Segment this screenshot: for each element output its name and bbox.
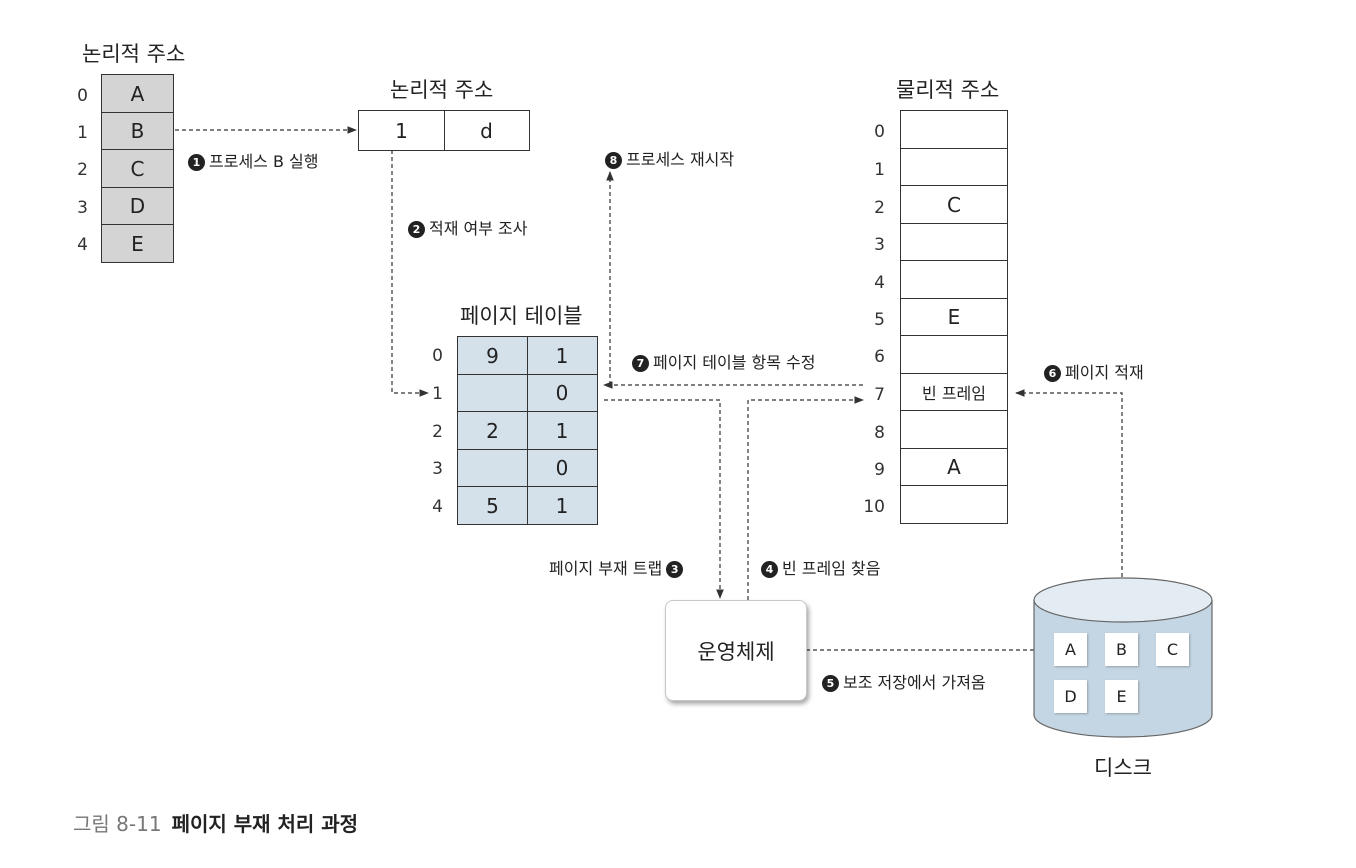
physical-memory-index: 8 <box>874 423 885 443</box>
disk-page: C <box>1156 633 1189 666</box>
step-7-badge: 7 <box>632 355 649 372</box>
step-3-badge: 3 <box>666 561 684 578</box>
page-table-valid-bit: 1 <box>526 336 598 375</box>
physical-memory-index: 9 <box>874 460 885 480</box>
page-table-frame: 9 <box>457 336 528 375</box>
physical-memory-index: 3 <box>874 235 885 255</box>
step-4-badge: 4 <box>761 561 778 578</box>
page-table-frame: 2 <box>457 411 528 450</box>
physical-memory-index: 0 <box>874 122 885 142</box>
step-2-badge: 2 <box>408 221 425 238</box>
page-table-title: 페이지 테이블 <box>460 304 583 328</box>
logical-memory-index: 0 <box>77 86 88 106</box>
logical-address-title: 논리적 주소 <box>390 78 494 102</box>
logical-address-page: 1 <box>358 110 445 151</box>
page-table-frame <box>457 448 528 488</box>
physical-frame: A <box>900 447 1008 487</box>
figure-number: 그림 8-11 <box>73 812 162 836</box>
logical-memory-index: 4 <box>77 235 88 255</box>
physical-memory-index: 6 <box>874 347 885 367</box>
logical-memory-title: 논리적 주소 <box>82 42 186 66</box>
operating-system-label: 운영체제 <box>697 639 775 664</box>
physical-frame <box>900 485 1008 524</box>
physical-frame: E <box>900 297 1008 337</box>
logical-memory-cell: D <box>101 186 174 226</box>
arrow-step-2 <box>391 150 429 397</box>
step-8-text: 프로세스 재시작 <box>626 150 735 169</box>
physical-memory-index: 4 <box>874 273 885 293</box>
operating-system-box: 운영체제 <box>665 600 807 701</box>
logical-memory-index: 2 <box>77 160 88 180</box>
page-table-valid-bit: 1 <box>526 486 598 525</box>
step-3-text: 페이지 부재 트랩 <box>549 559 663 578</box>
page-table-index: 2 <box>432 422 443 442</box>
physical-memory-index: 5 <box>874 310 885 330</box>
physical-memory-title: 물리적 주소 <box>896 78 1000 102</box>
arrow-step-4 <box>747 396 864 600</box>
arrow-step-6 <box>1015 389 1123 633</box>
physical-frame <box>900 410 1008 449</box>
step-6-badge: 6 <box>1044 365 1061 382</box>
physical-frame <box>900 260 1008 299</box>
disk-label: 디스크 <box>1094 756 1152 780</box>
arrow-step-3 <box>604 399 724 599</box>
step-1-text: 프로세스 B 실행 <box>209 152 319 171</box>
physical-frame <box>900 222 1008 262</box>
page-table-index: 4 <box>432 497 443 517</box>
logical-memory-index: 1 <box>77 123 88 143</box>
physical-frame <box>900 147 1008 187</box>
logical-address-offset: d <box>443 110 530 151</box>
disk-page: D <box>1054 680 1087 713</box>
physical-frame <box>900 335 1008 374</box>
figure-title: 페이지 부재 처리 과정 <box>171 812 359 836</box>
physical-memory-index: 1 <box>874 160 885 180</box>
step-7-text: 페이지 테이블 항목 수정 <box>653 353 816 372</box>
logical-memory-cell: E <box>101 224 174 263</box>
page-table-valid-bit: 0 <box>526 448 598 488</box>
step-2-text: 적재 여부 조사 <box>429 219 528 238</box>
physical-memory-index: 10 <box>863 497 885 517</box>
step-8-badge: 8 <box>605 152 622 169</box>
physical-memory-index: 2 <box>874 198 885 218</box>
page-table-index: 3 <box>432 459 443 479</box>
page-table-frame: 5 <box>457 486 528 525</box>
disk-page: E <box>1105 680 1138 713</box>
logical-memory-index: 3 <box>77 198 88 218</box>
step-4-text: 빈 프레임 찾음 <box>782 559 881 578</box>
physical-frame-free: 빈 프레임 <box>900 372 1008 412</box>
page-table-valid-bit: 1 <box>526 411 598 450</box>
disk-page-target: B <box>1105 633 1138 666</box>
page-table-index: 0 <box>432 346 443 366</box>
logical-memory-cell: C <box>101 149 174 188</box>
physical-frame <box>900 110 1008 149</box>
page-table-valid-bit: 0 <box>526 373 598 413</box>
step-1-badge: 1 <box>188 154 205 171</box>
logical-memory-cell: A <box>101 74 174 113</box>
physical-frame: C <box>900 185 1008 224</box>
disk-page: A <box>1054 633 1087 666</box>
page-table-index: 1 <box>432 384 443 404</box>
physical-memory-index: 7 <box>874 385 885 405</box>
figure-caption: 그림 8-11 페이지 부재 처리 과정 <box>73 808 358 837</box>
step-5-text: 보조 저장에서 가져옴 <box>843 673 986 692</box>
page-table-frame <box>457 373 528 413</box>
step-5-badge: 5 <box>822 675 839 692</box>
step-6-text: 페이지 적재 <box>1065 363 1144 382</box>
logical-memory-cell: B <box>101 111 174 151</box>
